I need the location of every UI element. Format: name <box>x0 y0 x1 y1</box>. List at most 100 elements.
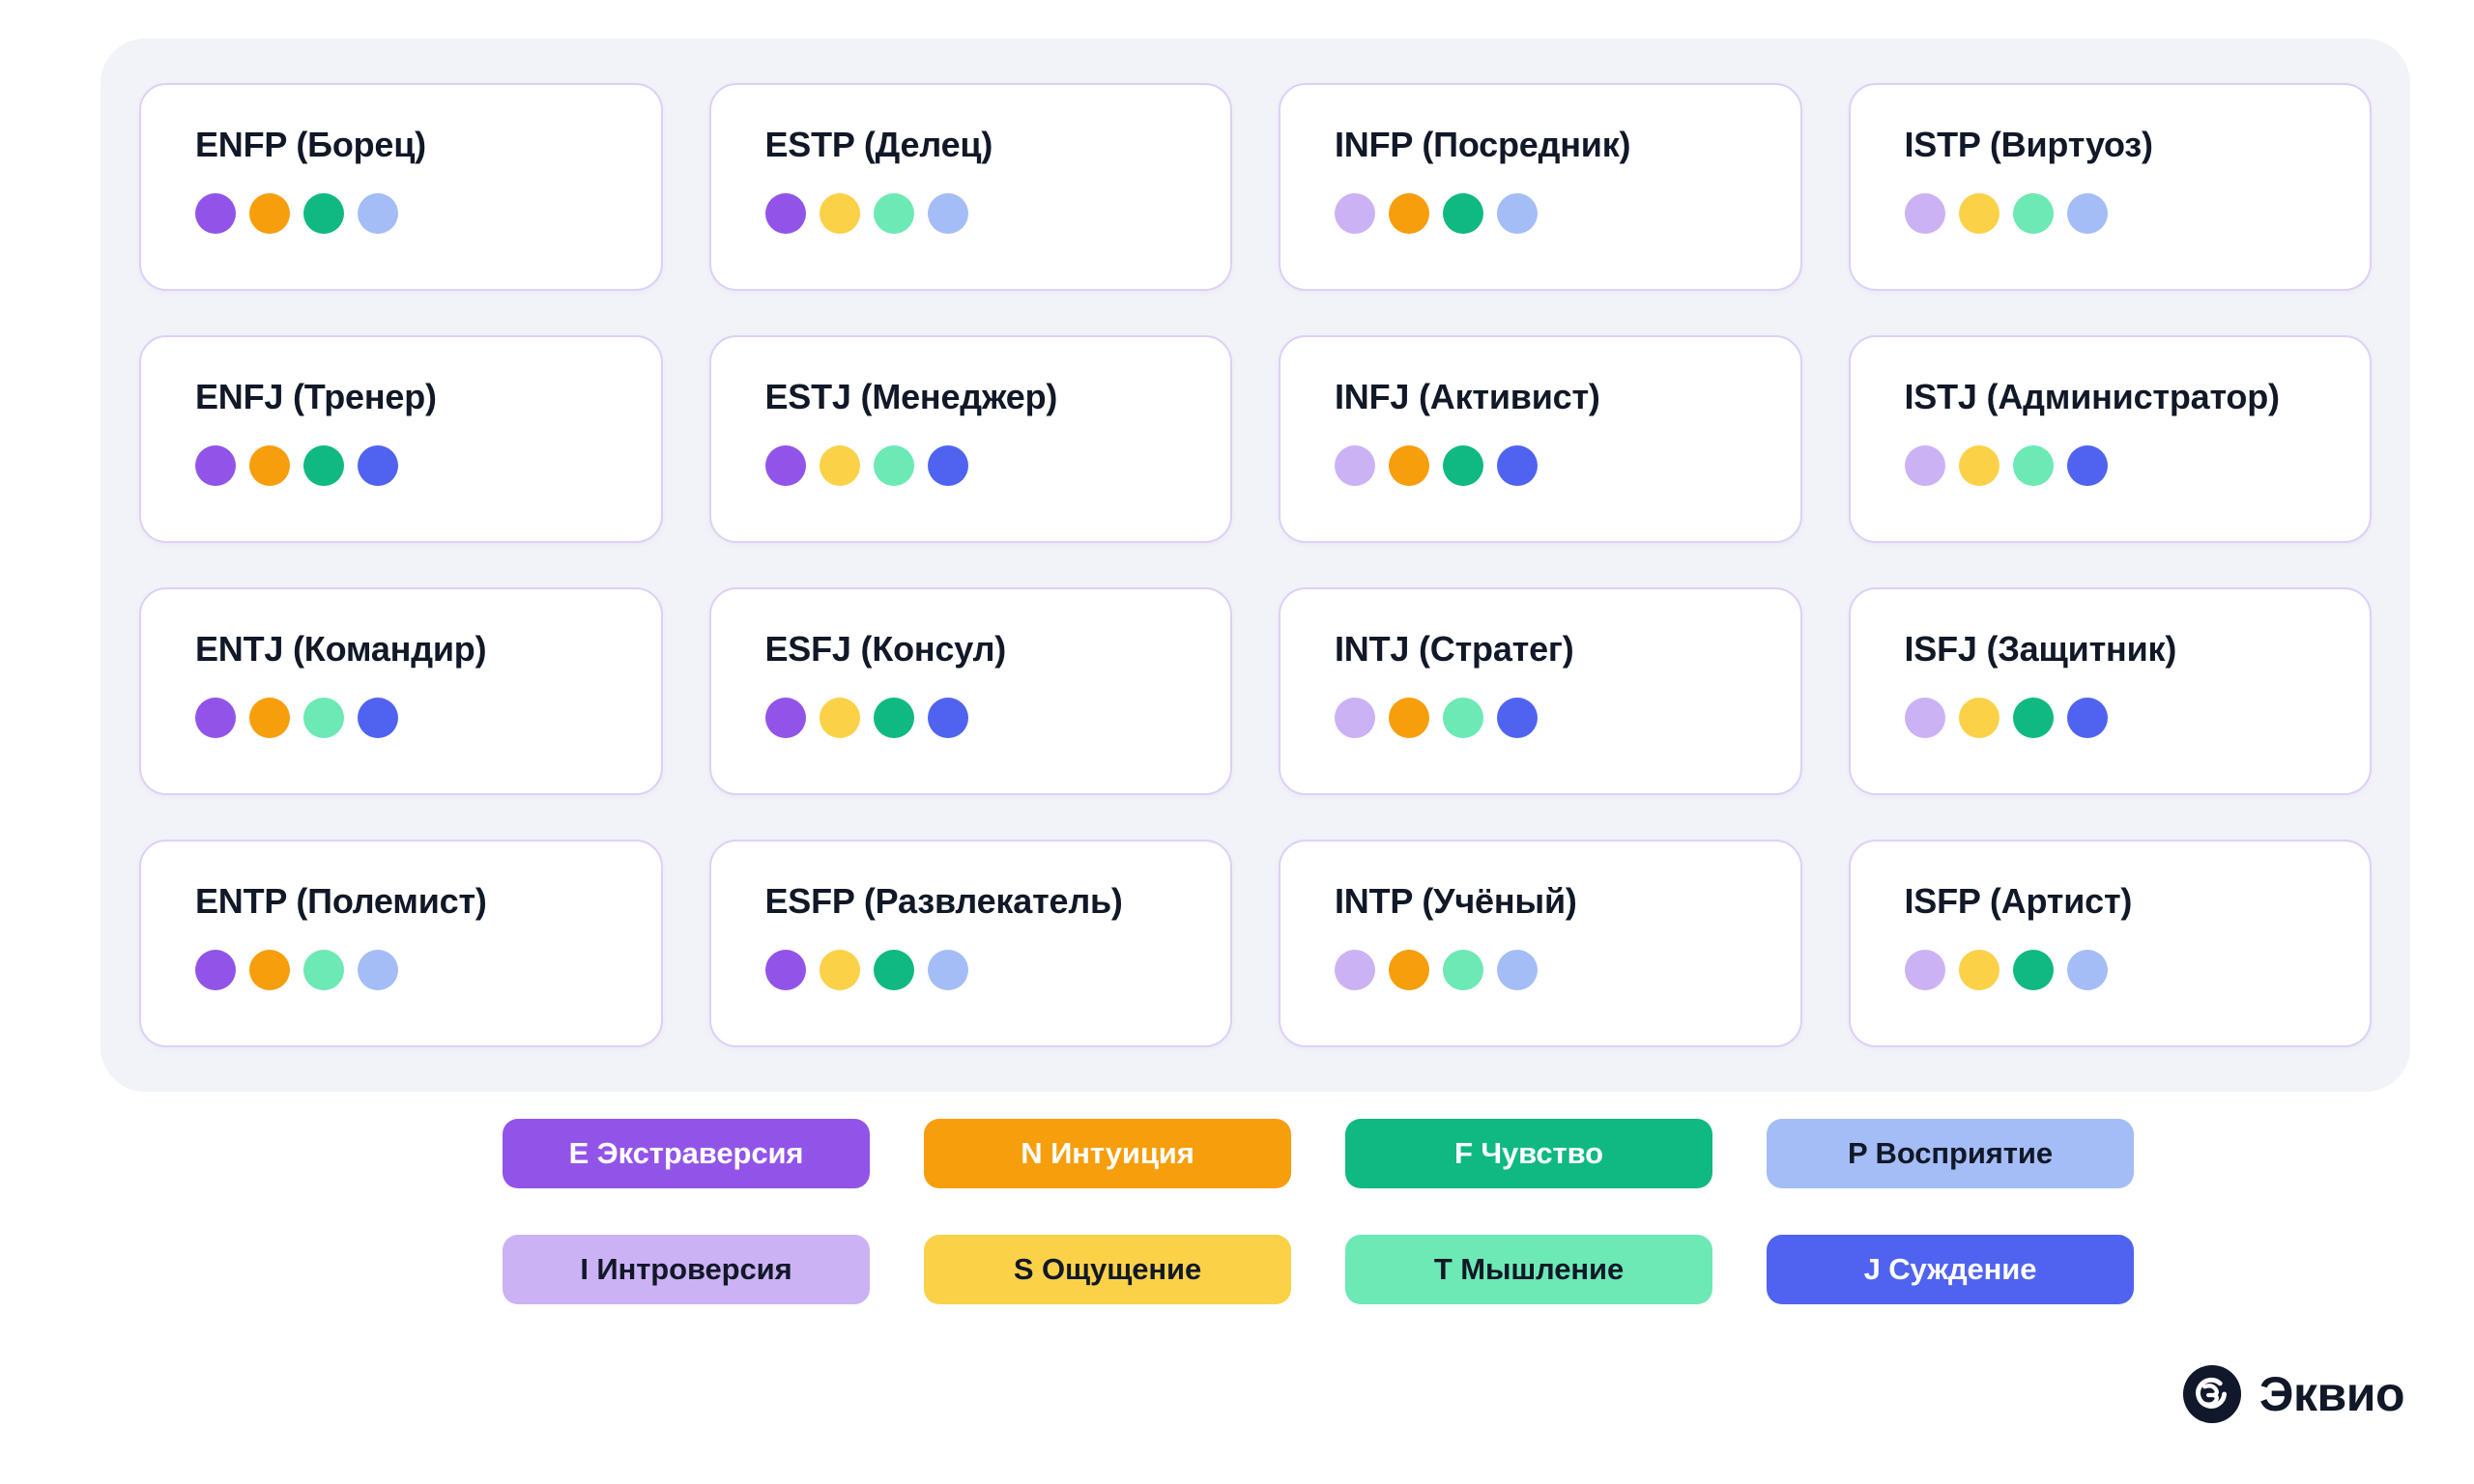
trait-dot-sensing_S <box>1958 950 1999 990</box>
legend-pill-judging_J[interactable]: J Суждение <box>1767 1235 2134 1304</box>
trait-dot-perceiving_P <box>2066 950 2108 990</box>
mbti-type-title: ESFJ (Консул) <box>764 629 1007 669</box>
mbti-trait-dots <box>195 950 661 990</box>
trait-dot-judging_J <box>1497 698 1538 738</box>
trait-dot-thinking_T <box>2012 445 2054 486</box>
trait-dot-sensing_S <box>819 698 860 738</box>
mbti-trait-dots <box>1335 950 1800 990</box>
mbti-trait-dots <box>1904 950 2371 990</box>
trait-dot-extraversion_E <box>764 193 806 234</box>
mbti-type-card[interactable]: ENFP (Борец) <box>139 83 663 291</box>
mbti-type-card[interactable]: ISTP (Виртуоз) <box>1848 83 2372 291</box>
mbti-type-title: ESTJ (Менеджер) <box>764 377 1058 416</box>
trait-dot-intuition_N <box>249 950 290 990</box>
trait-dot-thinking_T <box>1443 698 1483 738</box>
trait-dot-perceiving_P <box>358 193 398 234</box>
mbti-trait-dots <box>764 698 1231 738</box>
trait-dot-judging_J <box>358 445 398 486</box>
trait-dot-extraversion_E <box>195 193 236 234</box>
trait-dot-extraversion_E <box>195 698 236 738</box>
mbti-type-card[interactable]: ENTP (Полемист) <box>139 840 663 1047</box>
trait-dot-sensing_S <box>819 193 860 234</box>
trait-dot-feeling_F <box>873 698 914 738</box>
trait-dot-feeling_F <box>1443 193 1483 234</box>
mbti-type-title: ISFP (Артист) <box>1904 881 2133 921</box>
trait-dot-perceiving_P <box>927 193 968 234</box>
trait-dot-thinking_T <box>2012 193 2054 234</box>
mbti-trait-dots <box>1335 445 1800 486</box>
trait-dot-sensing_S <box>1958 698 1999 738</box>
trait-dot-thinking_T <box>873 193 914 234</box>
trait-dot-feeling_F <box>2012 698 2054 738</box>
mbti-type-card[interactable]: ESTJ (Менеджер) <box>708 335 1232 543</box>
trait-dot-introversion_I <box>1335 193 1375 234</box>
mbti-type-card[interactable]: ISTJ (Администратор) <box>1848 335 2372 543</box>
trait-dot-thinking_T <box>303 950 344 990</box>
mbti-type-card[interactable]: ENTJ (Командир) <box>139 587 663 795</box>
legend-pill-feeling_F[interactable]: F Чувство <box>1345 1119 1712 1188</box>
mbti-trait-dots <box>764 950 1231 990</box>
mbti-type-card[interactable]: ESFP (Развлекатель) <box>708 840 1232 1047</box>
mbti-type-title: INFJ (Активист) <box>1335 377 1600 416</box>
mbti-type-title: ISFJ (Защитник) <box>1904 629 2177 669</box>
mbti-types-grid: ENFP (Борец) ESTP (Делец) INFP (Посредник)… <box>139 83 2372 1047</box>
trait-dot-extraversion_E <box>764 698 806 738</box>
trait-dot-introversion_I <box>1904 950 1945 990</box>
trait-dot-judging_J <box>1497 445 1538 486</box>
mbti-types-panel: ENFP (Борец) ESTP (Делец) INFP (Посредник)… <box>101 39 2410 1092</box>
trait-dot-sensing_S <box>819 445 860 486</box>
mbti-type-title: ENTJ (Командир) <box>195 629 487 669</box>
mbti-trait-dots <box>1904 445 2371 486</box>
trait-dot-judging_J <box>2066 445 2108 486</box>
trait-dot-judging_J <box>2066 698 2108 738</box>
mbti-type-card[interactable]: ISFJ (Защитник) <box>1848 587 2372 795</box>
trait-dot-feeling_F <box>303 193 344 234</box>
trait-dot-thinking_T <box>873 445 914 486</box>
trait-dot-introversion_I <box>1904 698 1945 738</box>
trait-dot-intuition_N <box>1389 193 1429 234</box>
mbti-type-title: ENFP (Борец) <box>195 125 426 164</box>
mbti-trait-dots <box>1904 193 2371 234</box>
mbti-type-title: ESTP (Делец) <box>764 125 993 164</box>
mbti-trait-dots <box>764 193 1231 234</box>
legend-pill-perceiving_P[interactable]: P Восприятие <box>1767 1119 2134 1188</box>
mbti-type-card[interactable]: ESTP (Делец) <box>708 83 1232 291</box>
mbti-trait-dots <box>195 698 661 738</box>
trait-dot-perceiving_P <box>358 950 398 990</box>
trait-dot-thinking_T <box>303 698 344 738</box>
trait-dot-extraversion_E <box>195 950 236 990</box>
trait-dot-perceiving_P <box>1497 950 1538 990</box>
mbti-trait-dots <box>1904 698 2371 738</box>
legend-pill-intuition_N[interactable]: N Интуиция <box>924 1119 1291 1188</box>
trait-dot-sensing_S <box>1958 193 1999 234</box>
legend-pill-introversion_I[interactable]: I Интроверсия <box>503 1235 870 1304</box>
mbti-type-card[interactable]: INTJ (Стратег) <box>1279 587 1802 795</box>
mbti-type-title: ISTJ (Администратор) <box>1904 377 2280 416</box>
trait-dot-sensing_S <box>819 950 860 990</box>
mbti-type-title: INTP (Учёный) <box>1335 881 1577 921</box>
legend-pill-extraversion_E[interactable]: E Экстраверсия <box>503 1119 870 1188</box>
mbti-type-card[interactable]: INTP (Учёный) <box>1279 840 1802 1047</box>
trait-dot-introversion_I <box>1335 950 1375 990</box>
trait-dot-intuition_N <box>249 193 290 234</box>
trait-dot-extraversion_E <box>764 445 806 486</box>
trait-dot-intuition_N <box>249 698 290 738</box>
trait-dot-perceiving_P <box>927 950 968 990</box>
mbti-type-title: INTJ (Стратег) <box>1335 629 1574 669</box>
trait-dot-judging_J <box>358 698 398 738</box>
mbti-type-title: ISTP (Виртуоз) <box>1904 125 2153 164</box>
trait-dot-introversion_I <box>1335 698 1375 738</box>
mbti-trait-dots <box>1335 698 1800 738</box>
mbti-type-title: ENFJ (Тренер) <box>195 377 437 416</box>
legend-pill-sensing_S[interactable]: S Ощущение <box>924 1235 1291 1304</box>
mbti-type-card[interactable]: INFJ (Активист) <box>1279 335 1802 543</box>
mbti-type-card[interactable]: ESFJ (Консул) <box>708 587 1232 795</box>
trait-dot-feeling_F <box>2012 950 2054 990</box>
mbti-type-card[interactable]: ISFP (Артист) <box>1848 840 2372 1047</box>
ekvio-logo-icon <box>2182 1364 2241 1424</box>
legend-pill-thinking_T[interactable]: T Мышление <box>1345 1235 1712 1304</box>
mbti-type-card[interactable]: INFP (Посредник) <box>1279 83 1802 291</box>
mbti-type-card[interactable]: ENFJ (Тренер) <box>139 335 663 543</box>
trait-dot-thinking_T <box>1443 950 1483 990</box>
